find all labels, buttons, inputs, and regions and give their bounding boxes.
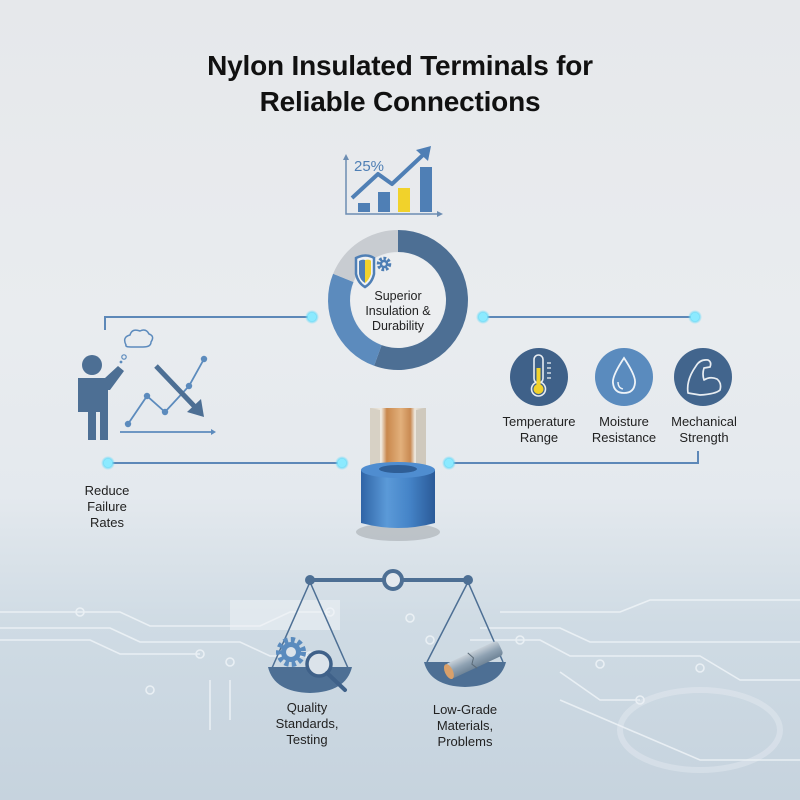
water-drop-icon	[595, 348, 653, 406]
shield-icon	[354, 254, 376, 289]
center-ring-line-3: Durability	[371, 319, 425, 333]
page-title-line-2: Reliable Connections	[259, 86, 541, 117]
mechanical-strength-label: Mechanical Strength	[664, 414, 744, 446]
balance-scale-icon	[268, 569, 506, 693]
connector-dots	[101, 310, 702, 470]
gear-magnifier-icon	[276, 637, 347, 692]
reduce-failure-line-2: Failure	[87, 499, 127, 514]
low-grade-materials-label: Low-Grade Materials, Problems	[420, 702, 510, 750]
moisture-line-1: Moisture	[599, 414, 649, 429]
quality-line-1: Quality	[286, 700, 328, 715]
center-ring-label: Superior Insulation & Durability	[348, 289, 448, 334]
bar-chart-growth-icon	[343, 146, 443, 217]
reduce-failure-line-1: Reduce	[84, 483, 130, 498]
damaged-terminal-icon	[443, 641, 503, 680]
center-ring-line-2: Insulation &	[365, 304, 431, 318]
connector-lines	[104, 316, 699, 464]
temperature-line-2: Range	[519, 430, 559, 445]
low-grade-line-2: Materials,	[436, 718, 494, 733]
person-declining-chart-icon	[78, 329, 216, 440]
temperature-line-1: Temperature	[502, 414, 576, 429]
moisture-line-2: Resistance	[591, 430, 657, 445]
page-title-line-1: Nylon Insulated Terminals for	[207, 50, 593, 81]
temperature-range-label: Temperature Range	[494, 414, 584, 446]
reduce-failure-rates-label: Reduce Failure Rates	[62, 483, 152, 531]
moisture-resistance-label: Moisture Resistance	[584, 414, 664, 446]
quality-line-2: Standards,	[275, 716, 339, 731]
nylon-terminal-icon	[356, 408, 440, 541]
page-title: Nylon Insulated Terminals for Reliable C…	[0, 48, 800, 120]
quality-standards-label: Quality Standards, Testing	[262, 700, 352, 748]
thermometer-icon	[510, 348, 568, 406]
low-grade-line-3: Problems	[437, 734, 493, 749]
growth-percentage-label: 25%	[354, 158, 385, 175]
low-grade-line-1: Low-Grade	[432, 702, 498, 717]
mechanical-line-2: Strength	[679, 430, 729, 445]
quality-line-3: Testing	[286, 732, 328, 747]
center-ring-line-1: Superior	[374, 289, 422, 303]
reduce-failure-line-3: Rates	[90, 515, 124, 530]
flexed-arm-icon	[674, 348, 732, 406]
gear-icon	[376, 256, 392, 272]
mechanical-line-1: Mechanical	[671, 414, 737, 429]
